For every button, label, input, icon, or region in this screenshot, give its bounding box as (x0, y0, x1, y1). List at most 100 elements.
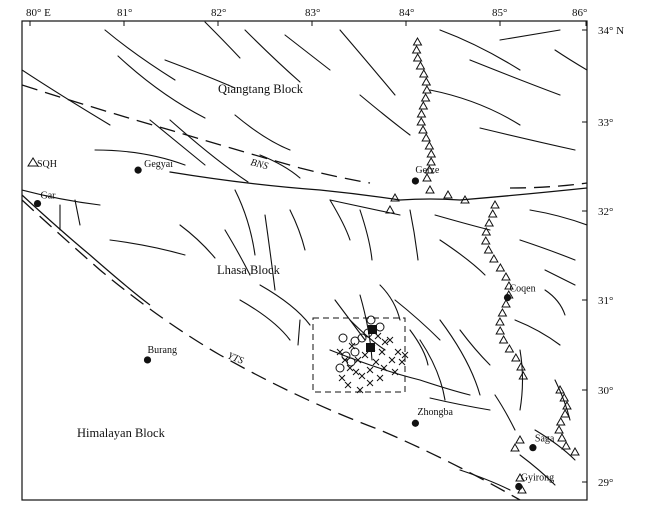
map-frame (21, 20, 588, 501)
station-triangle (495, 325, 506, 335)
station-triangle (426, 156, 436, 166)
station-triangle (518, 370, 529, 380)
station-triangle (570, 446, 580, 456)
event-circle (375, 322, 385, 332)
station-triangle (489, 253, 499, 263)
top-tick-label: 80° E (26, 7, 51, 19)
station-triangle (422, 172, 432, 182)
yts-label: YTS (226, 351, 245, 367)
town-dot (411, 419, 419, 427)
event-cross (398, 358, 406, 366)
town-label: Gerze (415, 165, 439, 176)
bns-label: BNS (249, 157, 269, 172)
right-tick-label: 32° (598, 206, 613, 218)
station-triangle (385, 204, 395, 214)
fault-lines (22, 21, 587, 491)
station-triangle (495, 316, 505, 326)
station-triangle (443, 189, 453, 199)
town-gyirong: Gyirong (515, 473, 554, 491)
top-tick-label: 83° (305, 7, 320, 19)
event-circle (335, 363, 345, 373)
station-triangle (425, 184, 435, 194)
station-triangle (412, 52, 423, 62)
town-coqen: Coqen (503, 284, 536, 302)
station-triangle (561, 440, 571, 450)
event-circle (346, 357, 356, 367)
station-triangle (498, 334, 509, 344)
town-dot (33, 199, 42, 208)
town-dot (411, 177, 419, 185)
station-triangle (460, 194, 470, 204)
event-circle (350, 347, 360, 357)
filled-square-markers (366, 325, 377, 352)
event-cross (401, 351, 409, 359)
right-tick-label: 33° (598, 117, 613, 129)
station-triangle (487, 208, 498, 218)
station-triangle (424, 164, 435, 174)
station-triangle (421, 132, 432, 142)
event-cross (394, 348, 402, 356)
top-tick-label: 85° (492, 7, 507, 19)
event-cross (366, 366, 374, 374)
top-tick-label: 84° (399, 7, 414, 19)
sqh-label: SQH (37, 159, 57, 170)
station-triangle (420, 92, 431, 102)
event-cross (386, 336, 394, 344)
event-cross (381, 338, 389, 346)
event-circle (357, 333, 367, 343)
top-tick-label: 86° (572, 7, 587, 19)
event-cross (344, 381, 352, 389)
town-label: Saga (535, 434, 555, 445)
station-triangle (481, 226, 492, 236)
town-gerze: Gerze (411, 165, 440, 185)
station-triangle (504, 343, 515, 353)
event-cross (372, 358, 380, 366)
station-triangle (515, 434, 525, 444)
station-triangle (562, 400, 572, 410)
top-axis: 80° E 81° 82° 83° 84° 85° 86° (26, 7, 587, 26)
station-triangle (501, 298, 511, 308)
gar-fault (22, 194, 151, 306)
himalayan-block-label: Himalayan Block (77, 426, 166, 440)
station-triangle (411, 44, 422, 54)
station-triangle (418, 100, 429, 110)
station-triangle (480, 235, 491, 245)
station-triangle (484, 217, 494, 227)
station-triangle (495, 262, 506, 272)
station-triangle (501, 271, 511, 281)
event-cross (376, 374, 384, 382)
station-triangle (424, 140, 435, 150)
town-label: Coqen (510, 284, 536, 295)
town-saga: Saga (529, 434, 555, 452)
town-label: Gyirong (521, 473, 554, 484)
town-label: Gegyai (144, 159, 173, 170)
station-triangle (421, 76, 432, 86)
event-circle (341, 351, 351, 361)
event-cross (356, 386, 364, 394)
station-triangle (497, 307, 508, 317)
station-triangle (554, 424, 564, 434)
town-label: Burang (148, 345, 177, 356)
town-label: Zhongba (417, 407, 453, 418)
station-triangle (483, 244, 494, 254)
event-circle (338, 333, 348, 343)
suture-lines (22, 84, 587, 500)
town-dot (529, 444, 537, 452)
town-label: Gar (41, 191, 57, 202)
town-dot (503, 293, 512, 302)
station-triangle (418, 124, 428, 134)
station-triangle (416, 116, 427, 126)
right-tick-label: 30° (598, 385, 613, 397)
event-cross (366, 379, 374, 387)
qiangtang-block-label: Qiangtang Block (218, 82, 304, 96)
town-burang: Burang (143, 345, 177, 364)
event-circle (366, 315, 376, 325)
event-cross (352, 368, 360, 376)
town-dot (515, 482, 523, 491)
station-triangle (511, 352, 521, 362)
event-cross (391, 368, 399, 376)
station-triangle (559, 392, 570, 402)
town-gegyai: Gegyai (134, 159, 173, 174)
event-cross (361, 351, 369, 359)
station-triangle (555, 384, 565, 394)
